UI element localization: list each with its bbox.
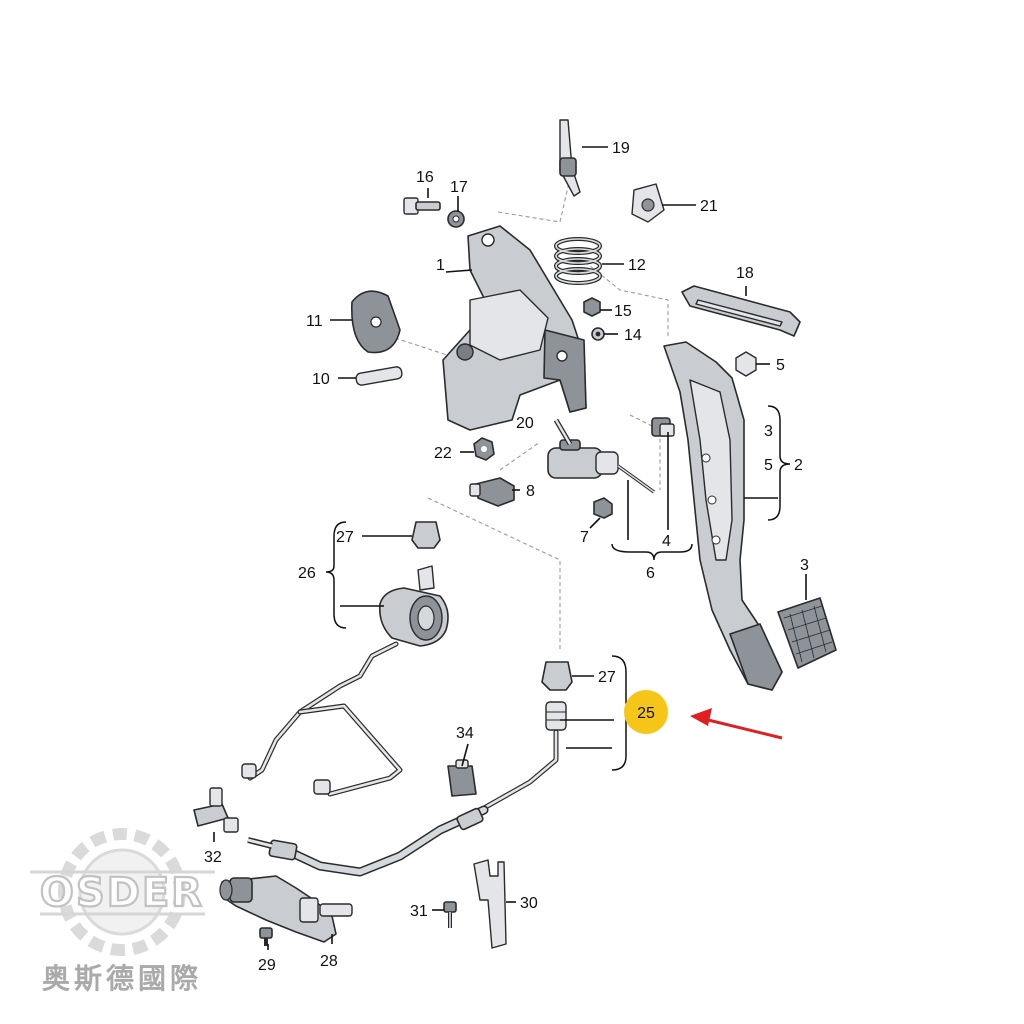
callout-1: 1 — [436, 257, 445, 274]
callout-11: 11 — [306, 313, 323, 330]
pedal-bracket — [442, 225, 587, 431]
callout-34: 34 — [456, 725, 474, 742]
highlighted-callout-25: 25 — [624, 690, 668, 734]
callout-26: 26 — [298, 565, 316, 582]
nut-part-22 — [473, 437, 495, 461]
release-bearing-part — [378, 565, 449, 647]
bolt-part-29 — [259, 927, 273, 946]
callout-5a: 5 — [764, 457, 773, 474]
nut-part-15 — [583, 297, 601, 317]
callout-14: 14 — [624, 327, 642, 344]
reservoir-cap-part-27a — [411, 521, 441, 549]
clip-part — [631, 183, 665, 223]
bent-hydraulic-pipe — [241, 641, 403, 797]
callout-8: 8 — [526, 483, 535, 500]
bolt-part-20 — [553, 418, 573, 446]
clutch-switch-part — [651, 417, 675, 437]
cable-tie-part — [559, 119, 581, 197]
hose-bracket-part-30 — [473, 859, 507, 949]
callout-6: 6 — [646, 565, 655, 582]
over-center-spring-part — [554, 237, 602, 285]
sensor-part-8 — [469, 477, 515, 507]
nut-part-5 — [735, 351, 757, 377]
callout-19: 19 — [612, 140, 630, 157]
clutch-pedal-part — [663, 341, 783, 691]
hose-fitting-part-25 — [545, 701, 567, 731]
assembly-guide-lines — [394, 177, 669, 650]
t-fitting-part-32 — [193, 787, 239, 833]
retainer-plate-part — [681, 285, 801, 337]
callout-27a: 27 — [336, 529, 354, 546]
leader-lines — [213, 146, 807, 950]
callout-7: 7 — [580, 529, 589, 546]
callout-25: 25 — [637, 705, 655, 722]
bolt-part — [403, 197, 441, 215]
callout-12: 12 — [628, 257, 646, 274]
nut-part-14 — [591, 327, 605, 341]
watermark-brand: OSDER — [40, 870, 204, 916]
callout-17: 17 — [450, 179, 468, 196]
main-hydraulic-hose — [247, 729, 559, 877]
callout-3b: 3 — [800, 557, 809, 574]
callout-22: 22 — [434, 445, 452, 462]
callout-5b: 5 — [776, 357, 785, 374]
callout-4: 4 — [662, 533, 671, 550]
callout-3a: 3 — [764, 423, 773, 440]
callout-10: 10 — [312, 371, 330, 388]
callout-27b: 27 — [598, 669, 616, 686]
callout-2: 2 — [794, 457, 803, 474]
watermark-chinese: 奥斯德國際 — [42, 962, 202, 995]
bolt-part-31 — [443, 901, 457, 928]
reservoir-cap-part-27b — [541, 661, 573, 691]
callout-15: 15 — [614, 303, 632, 320]
slave-cylinder-part — [219, 875, 353, 943]
callout-32: 32 — [204, 849, 222, 866]
callout-30: 30 — [520, 895, 538, 912]
nut-part-7 — [593, 497, 613, 519]
callout-20: 20 — [516, 415, 534, 432]
callout-16: 16 — [416, 169, 434, 186]
pedal-pad-part — [777, 597, 837, 669]
pivot-pin-part — [355, 366, 403, 386]
clutch-master-cylinder-part — [547, 439, 655, 494]
callout-28: 28 — [320, 953, 338, 970]
callout-29: 29 — [258, 957, 276, 974]
callout-18: 18 — [736, 265, 754, 282]
red-indicator-arrow — [690, 708, 783, 740]
callout-labels: 1 2 3 3 4 5 5 6 7 8 10 11 12 14 15 16 17… — [204, 140, 809, 974]
osder-watermark: OSDER 奥斯德國際 — [30, 828, 215, 995]
callout-21: 21 — [700, 198, 718, 215]
callout-31: 31 — [410, 903, 428, 920]
rubber-stop-part — [351, 290, 401, 354]
washer-part — [447, 210, 465, 228]
